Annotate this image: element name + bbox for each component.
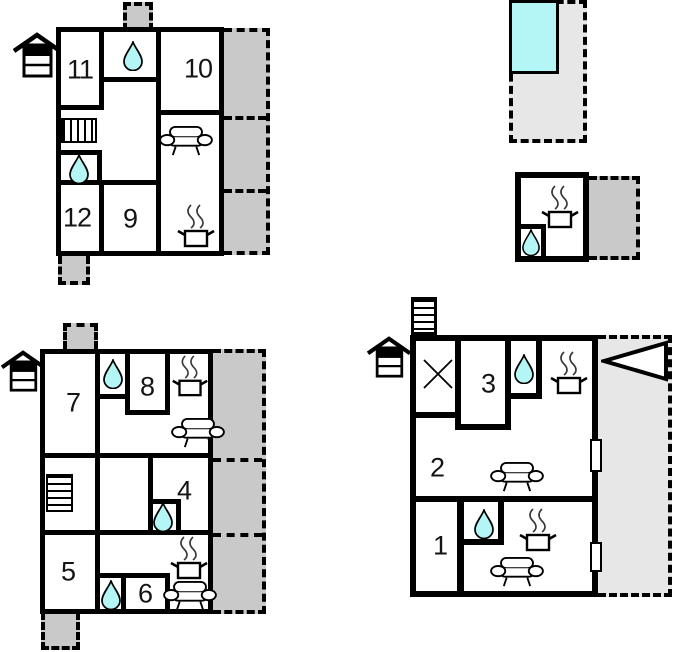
stove-pot-icon bbox=[168, 354, 212, 398]
wall bbox=[99, 185, 104, 251]
swimming-pool bbox=[509, 0, 559, 74]
water-drop-icon bbox=[68, 154, 90, 184]
wall bbox=[498, 502, 504, 545]
sofa-icon bbox=[490, 461, 544, 493]
room-label-11: 11 bbox=[66, 54, 94, 85]
wall bbox=[416, 412, 455, 418]
wall bbox=[156, 32, 161, 251]
wall bbox=[457, 502, 464, 591]
wall bbox=[455, 341, 461, 430]
wall bbox=[416, 496, 592, 502]
wall bbox=[95, 354, 100, 609]
room-label-3: 3 bbox=[480, 368, 496, 399]
sauna-house-icon bbox=[12, 32, 62, 78]
wall bbox=[165, 354, 170, 415]
wall bbox=[61, 180, 156, 185]
room-label-12: 12 bbox=[62, 202, 92, 233]
wall bbox=[536, 341, 542, 393]
room-label-7: 7 bbox=[65, 387, 81, 418]
wall bbox=[121, 573, 126, 609]
wall bbox=[505, 341, 511, 430]
annex-terrace-area bbox=[589, 176, 640, 260]
wall bbox=[161, 110, 219, 115]
room-label-10: 10 bbox=[183, 53, 213, 84]
wall bbox=[541, 224, 546, 256]
wall bbox=[97, 150, 102, 185]
room-label-4: 4 bbox=[176, 475, 192, 506]
wall bbox=[45, 453, 208, 458]
room-label-9: 9 bbox=[122, 203, 138, 234]
door-opening bbox=[590, 439, 602, 472]
sauna-house-icon bbox=[366, 336, 412, 378]
wall bbox=[505, 393, 542, 399]
wall bbox=[176, 499, 181, 535]
room-label-8: 8 bbox=[139, 371, 155, 402]
lower-apartment-building: 7 8 4 5 6 bbox=[40, 349, 213, 614]
sofa-icon bbox=[490, 556, 544, 588]
stairs-icon bbox=[46, 474, 73, 512]
wall bbox=[100, 573, 170, 578]
wall bbox=[45, 530, 208, 535]
sofa-icon bbox=[171, 417, 225, 449]
wall bbox=[99, 32, 104, 110]
wall bbox=[125, 354, 130, 415]
wall bbox=[148, 458, 153, 535]
stove-pot-icon bbox=[538, 184, 582, 230]
upper-apartment-building: 11 10 12 9 bbox=[56, 27, 224, 256]
chimney-stub bbox=[41, 612, 80, 650]
chimney-stub bbox=[123, 2, 153, 31]
water-drop-icon bbox=[122, 41, 144, 71]
water-drop-icon bbox=[513, 354, 535, 384]
chimney-stub bbox=[58, 256, 90, 285]
entrance-arrow-icon bbox=[601, 340, 669, 382]
lower-terrace-area bbox=[213, 349, 266, 614]
stove-pot-icon bbox=[547, 350, 591, 396]
room-label-2: 2 bbox=[429, 452, 445, 483]
upper-terrace-area bbox=[224, 28, 270, 255]
wall bbox=[521, 224, 546, 229]
terrace-divider bbox=[224, 189, 266, 193]
side-apartment-building: 3 2 1 bbox=[410, 335, 598, 597]
stairs-icon bbox=[411, 297, 437, 335]
wall bbox=[455, 424, 511, 430]
water-drop-icon bbox=[152, 502, 174, 532]
wall bbox=[104, 77, 156, 82]
chimney-stub bbox=[63, 323, 98, 349]
wall bbox=[61, 150, 97, 155]
stove-pot-icon bbox=[167, 535, 211, 581]
terrace-divider bbox=[213, 533, 262, 537]
door-opening bbox=[590, 542, 602, 572]
annex-building bbox=[515, 172, 589, 262]
terrace-divider bbox=[213, 458, 262, 462]
stove-pot-icon bbox=[174, 203, 218, 249]
wall bbox=[61, 105, 99, 110]
x-mark-icon bbox=[422, 358, 454, 390]
terrace-divider bbox=[224, 116, 266, 120]
water-drop-icon bbox=[473, 509, 495, 539]
stairs-icon bbox=[61, 118, 97, 143]
wall bbox=[464, 539, 504, 545]
room-label-5: 5 bbox=[60, 556, 76, 587]
wall bbox=[100, 394, 130, 399]
room-label-6: 6 bbox=[137, 578, 153, 609]
wall bbox=[148, 499, 181, 504]
sofa-icon bbox=[159, 125, 213, 157]
sofa-icon bbox=[163, 580, 217, 612]
water-drop-icon bbox=[102, 359, 124, 389]
room-label-1: 1 bbox=[432, 530, 448, 561]
stove-pot-icon bbox=[516, 507, 560, 553]
wall bbox=[125, 410, 170, 415]
water-drop-icon bbox=[100, 580, 122, 610]
water-drop-icon bbox=[521, 229, 541, 256]
